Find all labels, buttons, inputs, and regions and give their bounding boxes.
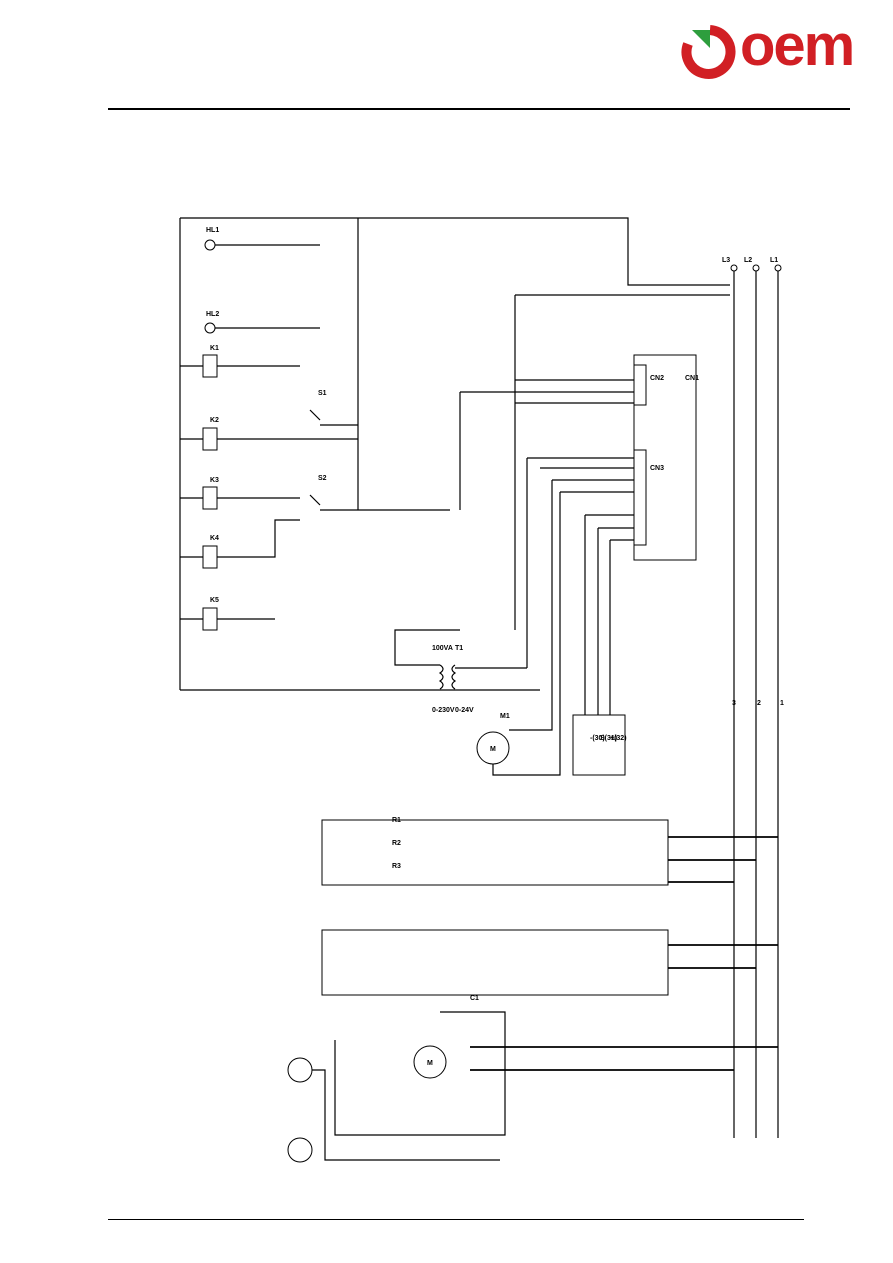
label-r3: R3 — [392, 863, 401, 870]
rail-num-1: 1 — [780, 700, 784, 707]
rail-num-3: 3 — [732, 700, 736, 707]
label-m1: M1 — [500, 713, 510, 720]
label-r1: R1 — [392, 817, 401, 824]
logo-mark-icon — [681, 25, 736, 79]
label-m1-symbol: M — [490, 746, 496, 753]
brand-wordmark: oem — [740, 13, 855, 78]
label-k5: K5 — [210, 597, 219, 604]
label-c1: C1 — [470, 995, 479, 1002]
brand-logo: oem — [680, 16, 860, 82]
label-l3: L3 — [722, 257, 730, 264]
label-t1: T1 — [455, 645, 463, 652]
label-k4: K4 — [210, 535, 219, 542]
label-s2: S2 — [318, 475, 327, 482]
label-pin-32: +(32) — [610, 735, 627, 742]
label-t1-primary: 0-230V — [432, 707, 455, 714]
label-l2: L2 — [744, 257, 752, 264]
pump-icon — [287, 1137, 313, 1163]
label-t1-rating: 100VA — [432, 645, 453, 652]
label-pin-31: S(31) — [600, 735, 617, 742]
label-pin-30: -(30) — [590, 735, 605, 742]
label-cn1: CN1 — [685, 375, 699, 382]
label-k2: K2 — [210, 417, 219, 424]
pump-icon — [287, 1057, 313, 1083]
label-s1: S1 — [318, 390, 327, 397]
label-cn3: CN3 — [650, 465, 664, 472]
label-r2: R2 — [392, 840, 401, 847]
label-hl1: HL1 — [206, 227, 219, 234]
label-k1: K1 — [210, 345, 219, 352]
label-hl2: HL2 — [206, 311, 219, 318]
label-cn2: CN2 — [650, 375, 664, 382]
header-rule — [108, 108, 850, 110]
footer-rule — [108, 1219, 804, 1220]
label-motor: M — [427, 1060, 433, 1067]
rail-num-2: 2 — [757, 700, 761, 707]
label-l1: L1 — [770, 257, 778, 264]
label-t1-secondary: 0-24V — [455, 707, 474, 714]
label-k3: K3 — [210, 477, 219, 484]
